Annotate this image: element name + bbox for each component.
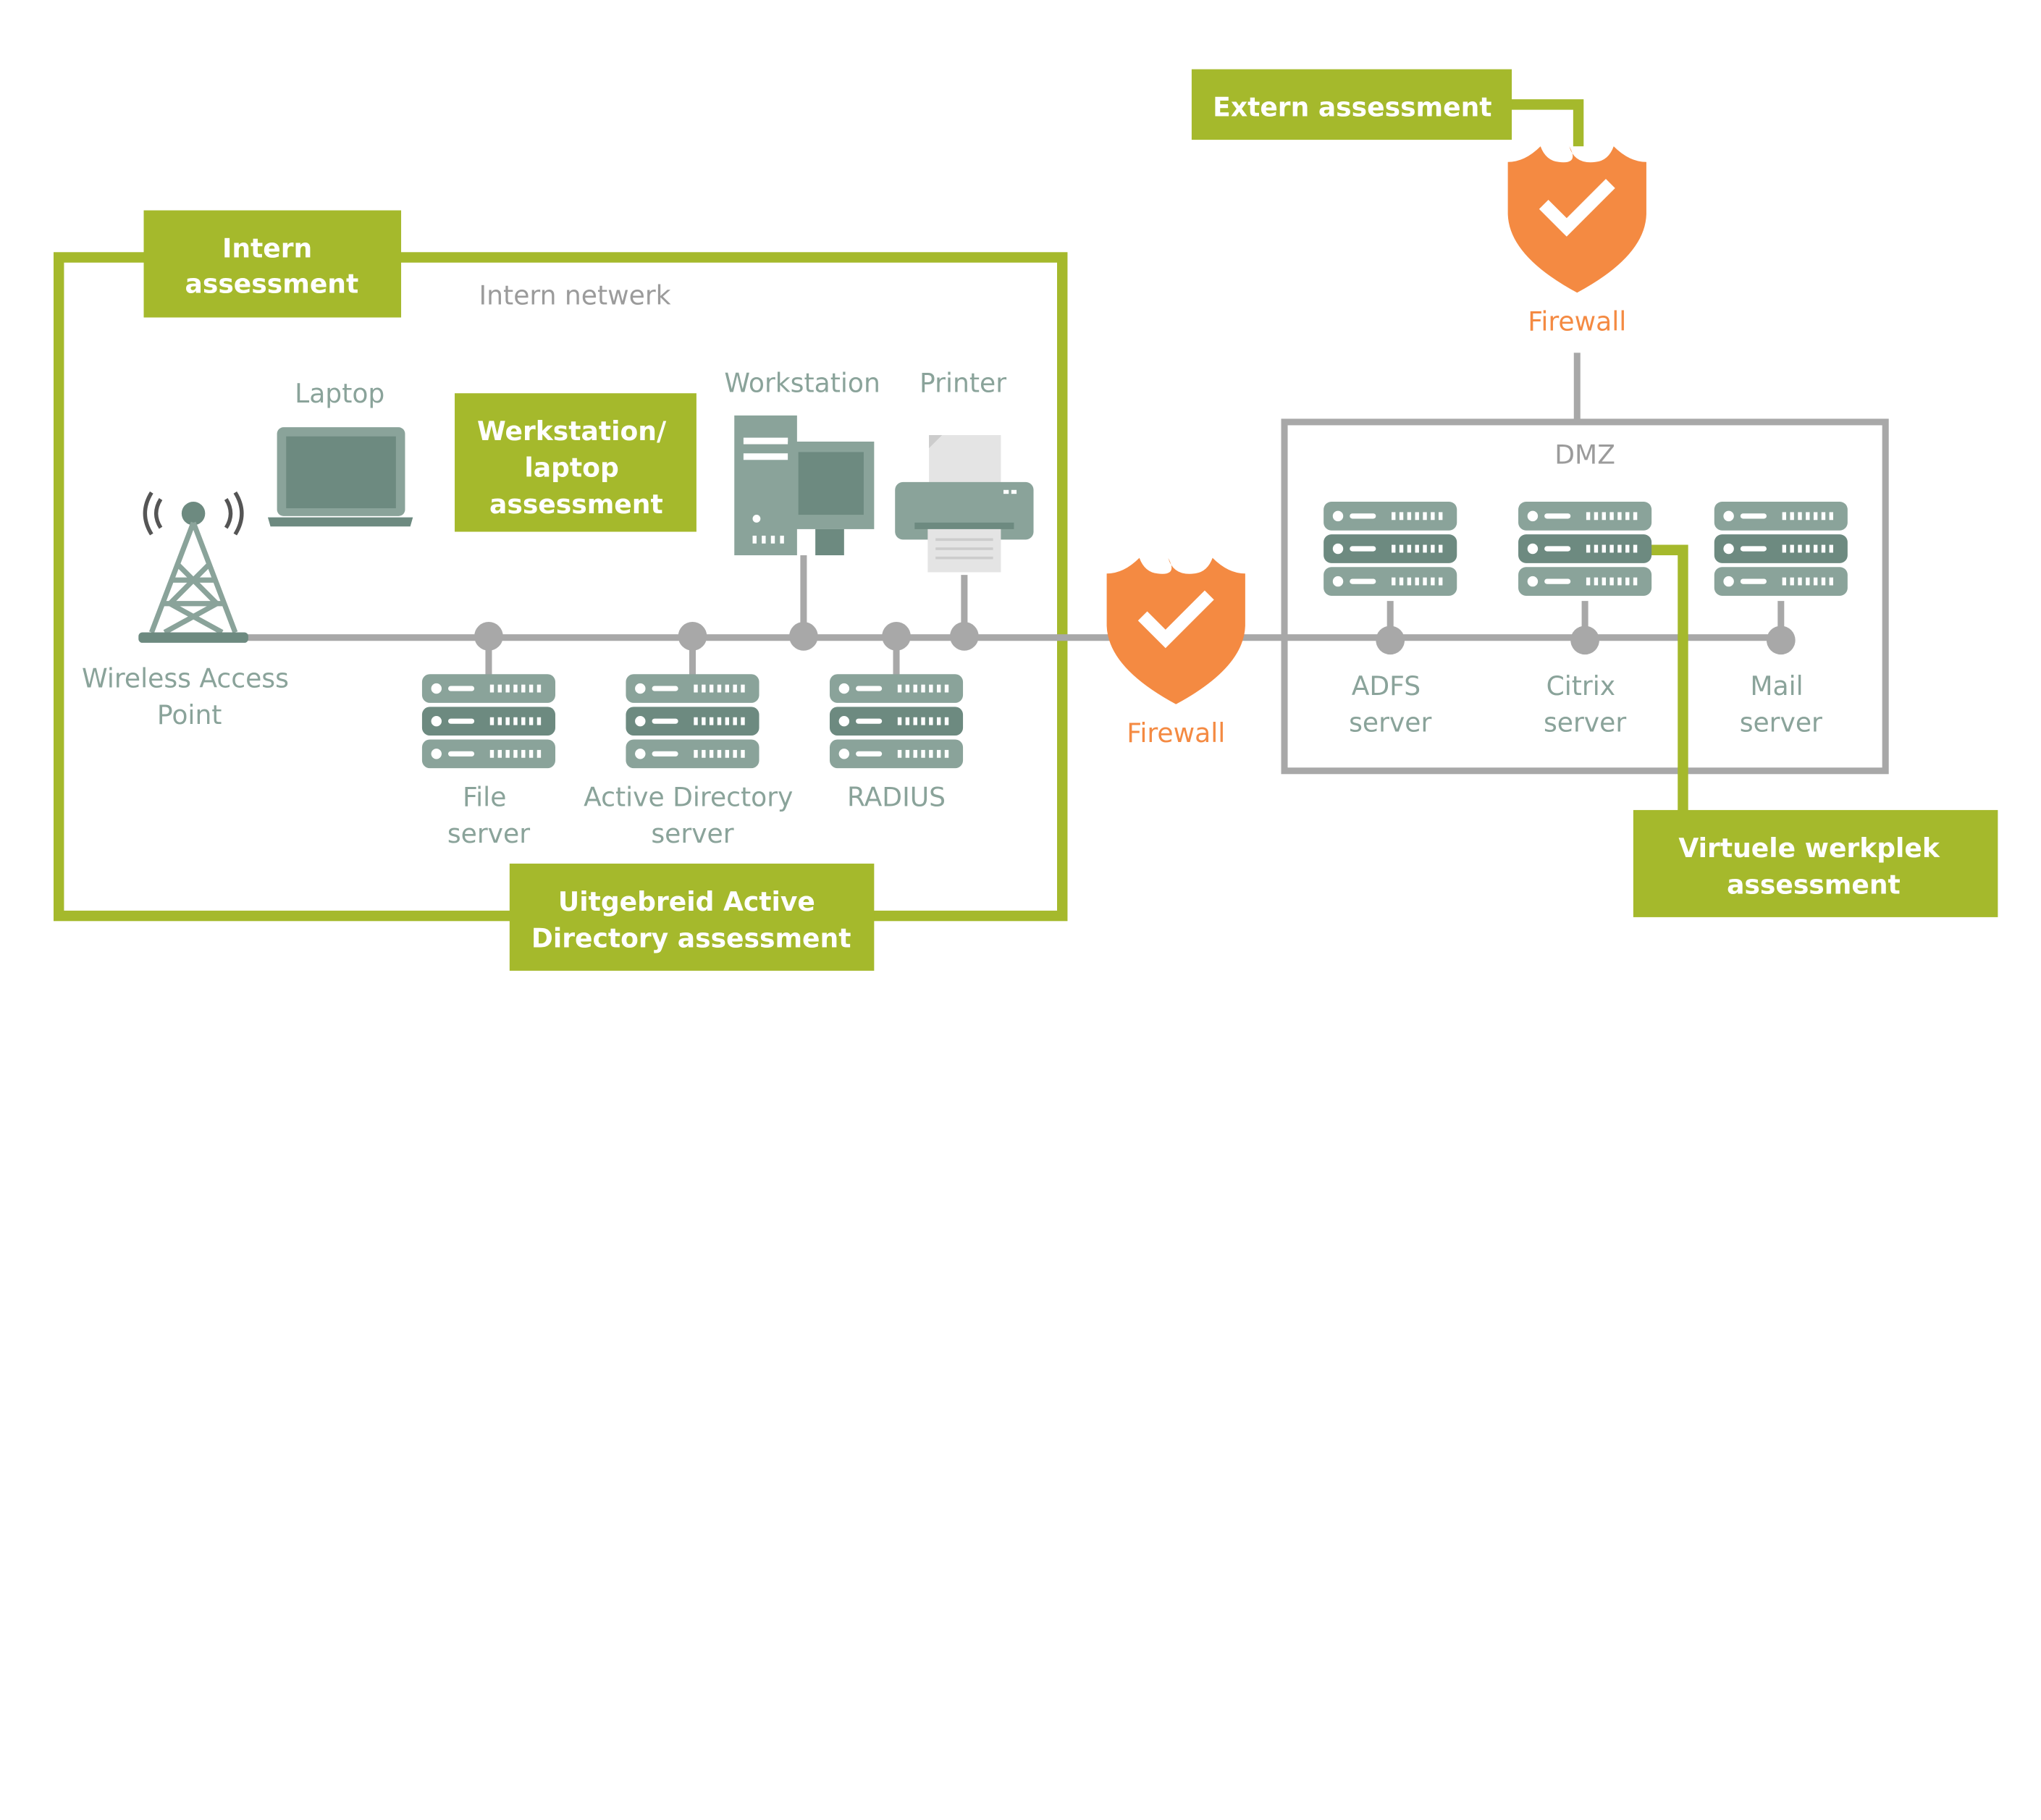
citrix-server-icon: [1518, 502, 1652, 596]
workstation-label: Workstation: [724, 368, 880, 398]
ad-assessment-box: [509, 863, 875, 971]
laptop-label: Laptop: [295, 379, 384, 409]
citrix-server-label: Citrix server: [1544, 671, 1626, 738]
ad-assessment-label: Uitgebreid Active Directory assessment: [531, 887, 851, 954]
virtueel-assessment-label: Virtuele werkplek assessment: [1678, 833, 1948, 901]
adfs-server-label: ADFS server: [1349, 671, 1431, 738]
file-server-icon: [421, 674, 555, 769]
radius-server-icon: [829, 674, 964, 769]
mail-server-label: Mail server: [1740, 671, 1822, 738]
workstation-icon: [734, 415, 875, 555]
virtueel-assessment-box: [1633, 809, 1998, 917]
laptop-icon: [267, 427, 413, 527]
adfs-server-icon: [1324, 502, 1457, 596]
virtueel-assessment-connector: [1649, 544, 1688, 813]
ad-server-icon: [626, 674, 759, 769]
antenna-tower-icon: [138, 491, 248, 643]
ad-server-label: Active Directory server: [584, 782, 801, 849]
external-firewall-shield-icon: [1508, 146, 1646, 292]
extern-assessment-label: Extern assessment: [1213, 93, 1491, 123]
diagram-canvas: Intern assessment Extern assessment Werk…: [53, 69, 1998, 971]
intern-assessment-label: Intern assessment: [185, 234, 359, 300]
extern-assessment-box: [1191, 69, 1512, 140]
printer-label: Printer: [919, 368, 1006, 398]
connection-nodes: [474, 622, 1796, 655]
intern-network-label: Intern netwerk: [479, 280, 671, 311]
wap-label: Wireless Access Point: [82, 663, 297, 730]
dmz-boundary: [1281, 418, 1889, 775]
werkstation-assessment-label: Werkstation/ laptop assessment: [477, 416, 676, 520]
internal-firewall-shield-icon: [1107, 558, 1245, 704]
file-server-label: File server: [447, 782, 530, 849]
dmz-label: DMZ: [1554, 440, 1615, 471]
mail-server-icon: [1714, 502, 1848, 596]
intern-network-boundary: [53, 252, 1068, 922]
werkstation-assessment-box: [455, 393, 697, 532]
intern-assessment-box: [143, 210, 402, 318]
extern-assessment-connector: [1509, 99, 1584, 147]
internal-firewall-label: Firewall: [1127, 718, 1225, 749]
radius-label: RADIUS: [847, 782, 946, 812]
external-firewall-label: Firewall: [1528, 307, 1626, 337]
printer-icon: [895, 434, 1034, 573]
